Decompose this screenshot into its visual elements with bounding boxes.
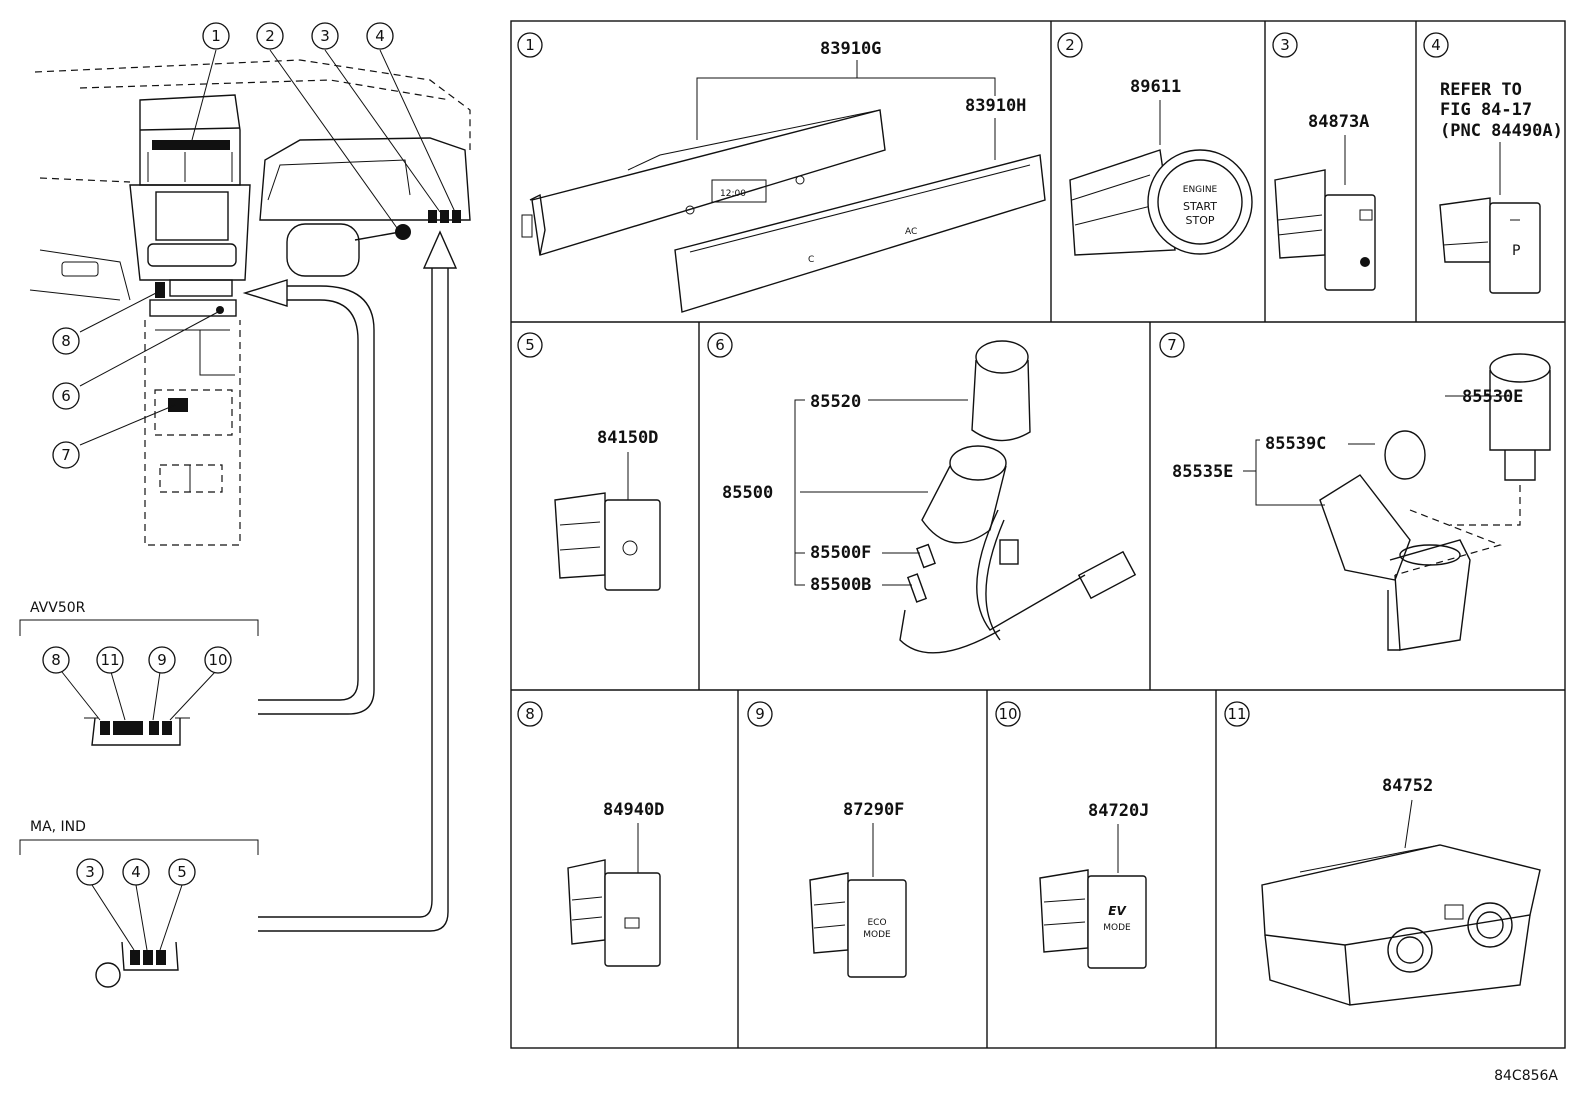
part-84720J: 84720J	[1088, 801, 1149, 821]
svg-text:6: 6	[61, 387, 71, 405]
svg-text:3: 3	[85, 863, 95, 881]
avv-callout-9: 9	[148, 646, 176, 674]
panel-2: 2 89611 ENGINE START STOP	[1057, 32, 1253, 256]
climate-panel-upper: 12:00	[521, 109, 886, 256]
part-85500: 85500	[722, 483, 773, 503]
part-85539C: 85539C	[1265, 434, 1326, 454]
svg-text:1: 1	[211, 27, 221, 45]
ev-mode-line-2: MODE	[1103, 923, 1131, 933]
callout-4: 4	[366, 22, 394, 50]
part-85500B: 85500B	[810, 575, 871, 595]
svg-text:4: 4	[375, 27, 385, 45]
callout-2: 2	[256, 22, 284, 50]
start-stop-line-3: STOP	[1186, 214, 1215, 227]
callout-3: 3	[311, 22, 339, 50]
svg-text:3: 3	[320, 27, 330, 45]
panel-11-index: 11	[1227, 705, 1246, 723]
panel-8-index: 8	[525, 705, 535, 723]
overview-callouts: 1 2 3 4 8 6 7	[52, 22, 394, 469]
svg-text:10: 10	[208, 651, 227, 669]
panel-6-index: 6	[715, 336, 725, 354]
callout-1: 1	[202, 22, 230, 50]
part-84150D: 84150D	[597, 428, 658, 448]
svg-text:8: 8	[61, 332, 71, 350]
part-85500F: 85500F	[810, 543, 871, 563]
refer-line-2: FIG 84-17	[1440, 100, 1532, 120]
svg-text:4: 4	[131, 863, 141, 881]
svg-text:2: 2	[265, 27, 275, 45]
panel-1: 1 83910G 83910H 12:00 C AC	[517, 32, 1046, 313]
part-84752: 84752	[1382, 776, 1433, 796]
panel-9-index: 9	[755, 705, 765, 723]
dashboard-overview	[29, 49, 471, 932]
pwr-mode-button: P	[1512, 243, 1520, 259]
variant-ma-ind-label: MA, IND	[30, 819, 86, 835]
avv-callout-8: 8	[42, 646, 70, 674]
panel-10-index: 10	[998, 705, 1017, 723]
ma-callout-5: 5	[168, 858, 196, 886]
panel-4-index: 4	[1431, 36, 1441, 54]
ev-mode-line-1: EV	[1108, 904, 1127, 918]
svg-text:8: 8	[51, 651, 61, 669]
part-85535E: 85535E	[1172, 462, 1233, 482]
start-stop-line-1: ENGINE	[1183, 185, 1218, 195]
refer-line-3: (PNC 84490A)	[1440, 121, 1563, 141]
panel-11: 11 84752	[1224, 701, 1541, 1006]
panel-2-index: 2	[1065, 36, 1075, 54]
part-87290F: 87290F	[843, 800, 904, 820]
avv-callout-10: 10	[204, 646, 232, 674]
panel-8: 8 84940D	[517, 701, 664, 967]
ma-callout-3: 3	[76, 858, 104, 886]
start-stop-line-2: START	[1183, 200, 1217, 213]
part-85530E: 85530E	[1462, 387, 1523, 407]
part-83910H: 83910H	[965, 96, 1026, 116]
svg-text:5: 5	[177, 863, 187, 881]
climate-btn-c: C	[808, 255, 814, 265]
svg-text:11: 11	[100, 651, 119, 669]
panel-10: 10 84720J EV MODE	[995, 701, 1149, 969]
climate-panel-lower: C AC	[674, 154, 1046, 313]
eco-mode-line-1: ECO	[867, 918, 886, 928]
ma-callout-4: 4	[122, 858, 150, 886]
panel-3-index: 3	[1280, 36, 1290, 54]
variant-ma-ind: MA, IND 3 4 5	[19, 819, 259, 988]
callout-6: 6	[52, 382, 80, 410]
part-84940D: 84940D	[603, 800, 664, 820]
panel-5: 5 84150D	[517, 332, 661, 591]
variant-avv50r-label: AVV50R	[30, 600, 86, 616]
panel-7: 7 85530E 85539C 85535E	[1159, 332, 1551, 651]
part-83910G: 83910G	[820, 39, 881, 59]
climate-display: 12:00	[720, 189, 746, 199]
svg-text:9: 9	[157, 651, 167, 669]
climate-btn-ac: AC	[905, 227, 917, 237]
refer-line-1: REFER TO	[1440, 80, 1522, 100]
eco-mode-line-2: MODE	[863, 930, 891, 940]
panel-6: 6 85520 85500 85500F 85500B	[707, 332, 1137, 654]
callout-7: 7	[52, 441, 80, 469]
avv-callout-11: 11	[96, 646, 124, 674]
panel-9: 9 87290F ECO MODE	[747, 701, 907, 978]
panel-1-index: 1	[525, 36, 535, 54]
panel-4: 4 REFER TO FIG 84-17 (PNC 84490A) P	[1423, 32, 1563, 294]
panel-3: 3 84873A	[1272, 32, 1376, 291]
parts-grid	[510, 20, 1566, 1049]
panel-5-index: 5	[525, 336, 535, 354]
part-84873A: 84873A	[1308, 112, 1369, 132]
callout-8: 8	[52, 327, 80, 355]
svg-text:7: 7	[61, 446, 71, 464]
part-85520: 85520	[810, 392, 861, 412]
panel-7-index: 7	[1167, 336, 1177, 354]
variant-avv50r: AVV50R 8 11 9 10	[19, 600, 259, 746]
diagram-code: 84C856A	[1494, 1068, 1558, 1084]
part-89611: 89611	[1130, 77, 1181, 97]
